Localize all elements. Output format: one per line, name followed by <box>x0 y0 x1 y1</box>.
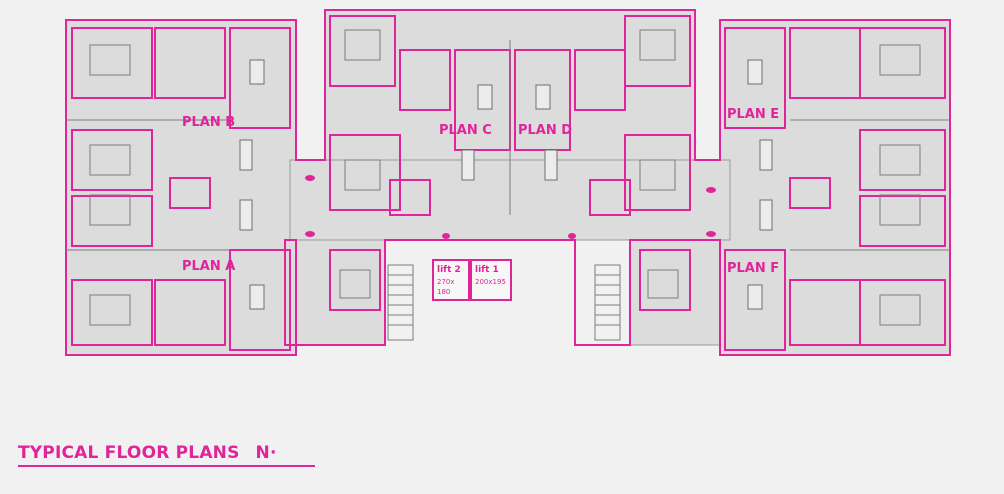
title-underline <box>18 465 315 467</box>
floor-slab <box>65 9 951 356</box>
lift-2-label: lift 2 <box>437 265 461 275</box>
sofas <box>239 139 773 231</box>
lift-1-label: lift 1 <box>475 265 499 275</box>
footer-title: TYPICAL FLOOR PLANS N· <box>18 443 277 463</box>
lift-2-dim-2: 180 <box>437 288 450 296</box>
interior-walls <box>66 29 950 326</box>
north-indicator: N· <box>255 443 277 463</box>
floor-plans-title: TYPICAL FLOOR PLANS <box>18 443 240 463</box>
lift-shafts <box>432 259 512 301</box>
lift-2-dim-1: 270x <box>437 278 455 286</box>
door-markers <box>305 175 716 239</box>
plan-b-label: PLAN B <box>182 115 235 130</box>
plan-f-label: PLAN F <box>727 261 779 276</box>
plan-d-label: PLAN D <box>518 123 572 138</box>
plan-e-label: PLAN E <box>727 107 779 122</box>
lift-1-dim: 200x195 <box>475 278 506 286</box>
plan-c-label: PLAN C <box>439 123 492 138</box>
plan-a-label: PLAN A <box>182 259 235 274</box>
dining-tables <box>249 59 763 310</box>
staircases <box>387 264 621 341</box>
